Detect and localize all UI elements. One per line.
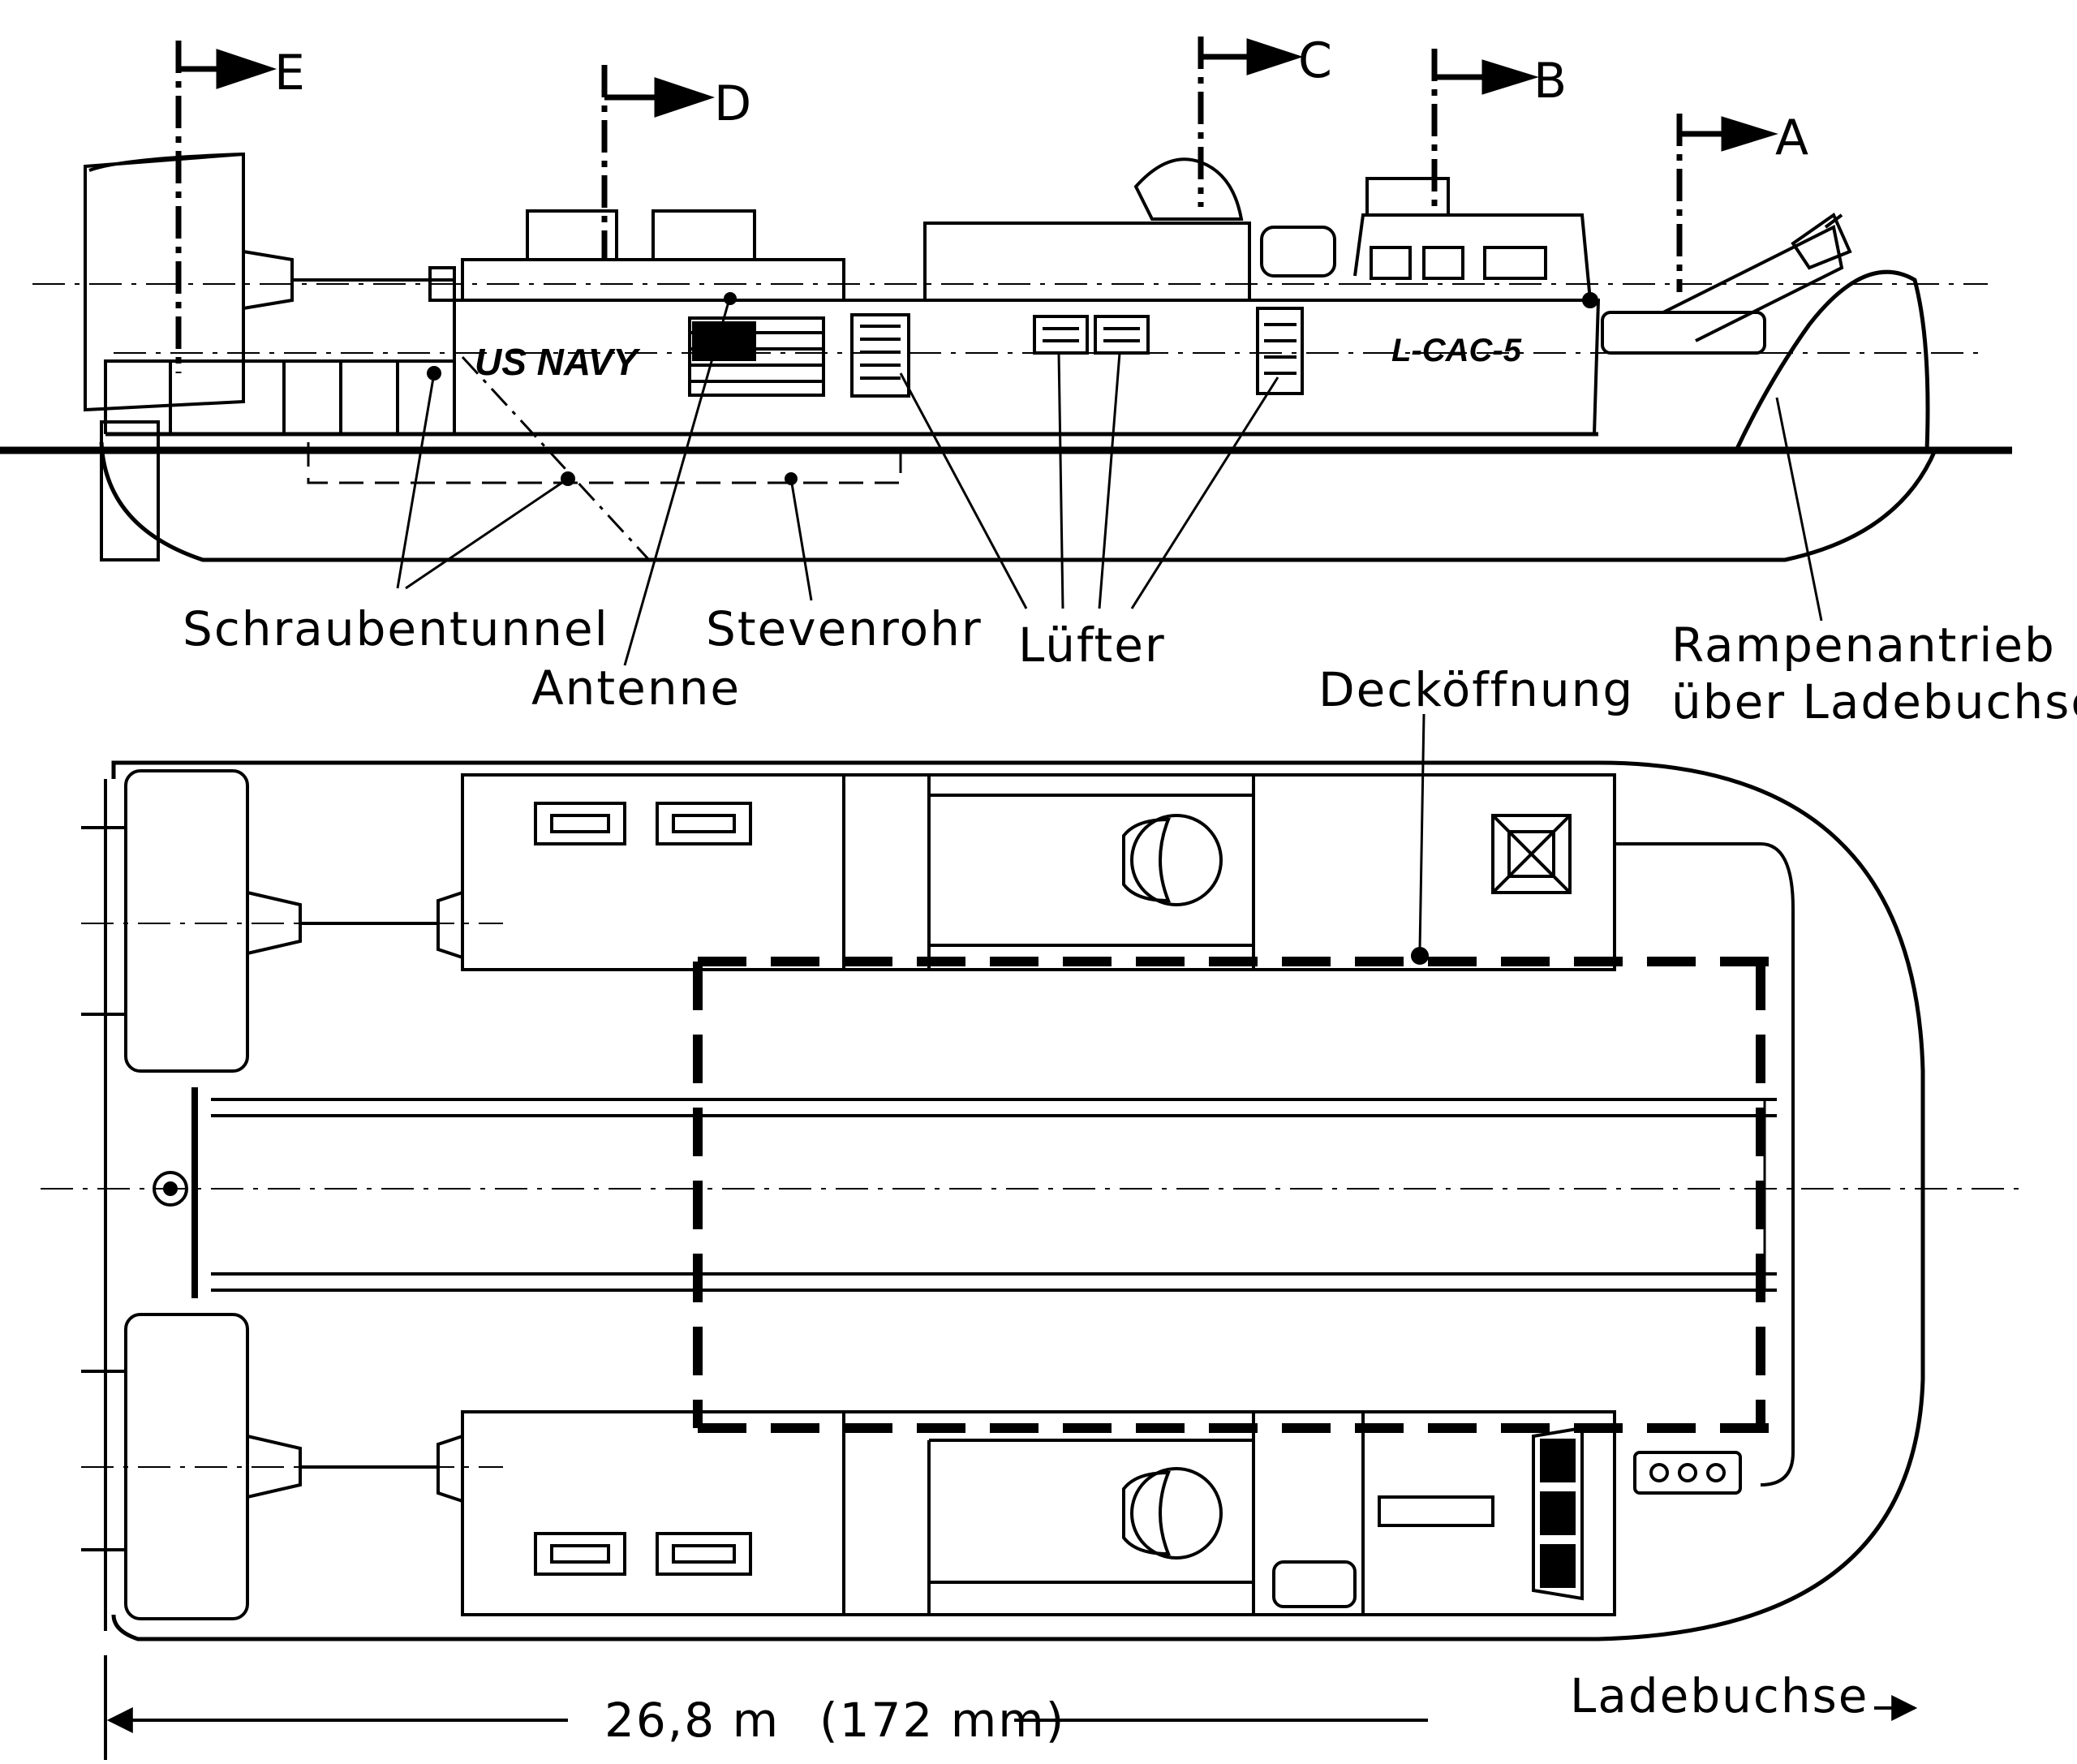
label-deck-opening: Decköffnung: [1318, 662, 1634, 717]
fan-intake-top: [1130, 814, 1223, 906]
hull-marking: US NAVY: [475, 341, 641, 383]
label-ramp-drive-line1: Rampenantrieb: [1671, 617, 2056, 673]
deck-opening-outline: [693, 957, 1773, 1433]
stern-skirt-box: [100, 420, 160, 561]
lower-deckhouse: [461, 1410, 1616, 1616]
section-markers: [175, 37, 1778, 373]
propeller-duct-top: [124, 769, 249, 1073]
section-label-d: D: [714, 75, 751, 132]
side-skirt: [99, 441, 1937, 562]
dimension-scale-length: (172 mm): [819, 1693, 1065, 1748]
fan-intake-bottom: [1130, 1467, 1223, 1560]
label-charging-socket: Ladebuchse: [1570, 1668, 1868, 1723]
fan-grille-side: [1256, 307, 1304, 395]
section-arrow-b: [1481, 59, 1539, 95]
fan-grille-side: [1094, 315, 1150, 355]
dimension-length: 26,8 m: [604, 1693, 780, 1748]
label-fans: Lüfter: [1018, 617, 1166, 673]
flag-panel: [688, 316, 825, 397]
deck-hatch: [1491, 814, 1572, 894]
label-antenna: Antenne: [531, 660, 741, 716]
labels: E D C B A US NAVY L-CAC-5 Schraubentunne…: [183, 32, 2077, 1748]
upper-deckhouse: [461, 773, 1616, 971]
deckhouse-mid: [923, 222, 1251, 302]
bridge-window: [1422, 246, 1464, 280]
hull-number: L-CAC-5: [1391, 333, 1522, 368]
section-arrow-a: [1721, 116, 1778, 152]
fan-grille-side: [1033, 315, 1089, 355]
section-label-c: C: [1298, 32, 1332, 89]
section-arrow-c: [1246, 38, 1304, 75]
section-arrow-e: [216, 49, 277, 89]
charging-socket: [1633, 1451, 1742, 1495]
control-cab: [1532, 1426, 1584, 1601]
dimension-line: [104, 1655, 1918, 1760]
intake-hood: [1133, 157, 1244, 221]
top-hull-outline: [111, 760, 1925, 1641]
side-view: [0, 152, 2012, 950]
propeller-duct: [84, 152, 245, 412]
fan-grille-side: [850, 313, 910, 398]
section-label-a: A: [1775, 110, 1808, 166]
bridge-window: [1370, 246, 1412, 280]
bow-ramp: [1601, 311, 1766, 355]
section-label-e: E: [274, 45, 305, 101]
section-label-b: B: [1533, 53, 1567, 110]
label-ramp-drive-line2: über Ladebuchse: [1671, 674, 2077, 729]
label-propeller-tunnel: Schraubentunnel: [183, 601, 609, 656]
top-view: [41, 760, 2028, 1641]
section-arrow-d: [654, 77, 716, 118]
label-stern-tube: Stevenrohr: [706, 601, 983, 656]
bridge-window: [1483, 246, 1547, 280]
deckhouse-aft: [461, 258, 845, 302]
bow-skirt: [1734, 269, 1930, 452]
bridge: [1353, 213, 1592, 301]
